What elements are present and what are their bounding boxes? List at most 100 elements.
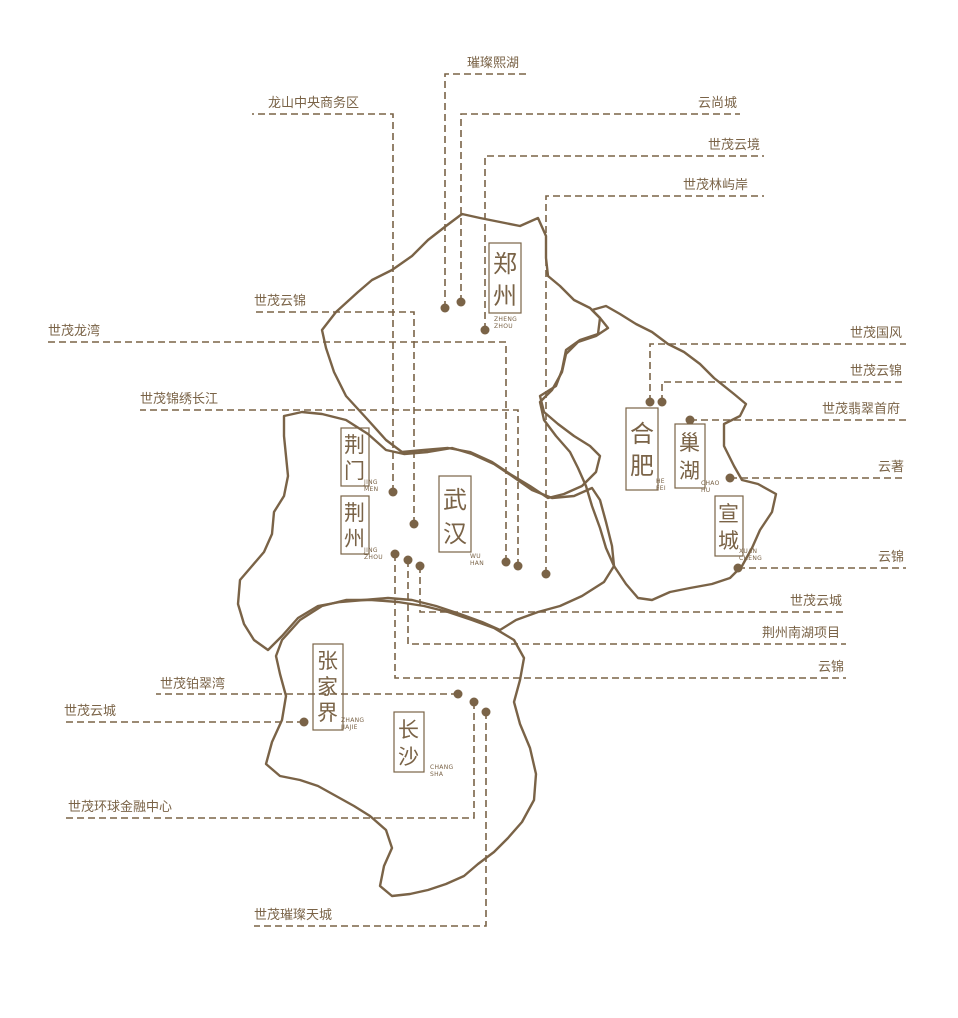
dot-yunshangcheng[interactable] — [456, 297, 466, 307]
city-hefei-char-2: 肥 — [630, 452, 654, 480]
city-markers: 郑 州 ZHENG ZHOU 荆 门 JING MEN 荆 州 JING ZHO… — [312, 242, 762, 778]
city-jingzhou-pinyin-1: JING — [363, 547, 378, 554]
dot-bocuiwan[interactable] — [453, 689, 463, 699]
city-xuancheng-char-1: 宣 — [718, 502, 739, 526]
project-labels: 璀璨熙湖 龙山中央商务区 云尚城 世茂云境 世茂林屿岸 世茂云锦 世茂龙湾 世茂… — [48, 56, 904, 923]
city-chaohu[interactable]: 巢 湖 CHAO HU — [674, 423, 720, 494]
dot-yuncheng-jingzhou[interactable] — [415, 561, 425, 571]
city-hefei-pinyin-1: HE — [656, 478, 665, 485]
label-nanhu[interactable]: 荆州南湖项目 — [762, 625, 840, 641]
dot-yuncheng-zjj[interactable] — [299, 717, 309, 727]
city-zhengzhou[interactable]: 郑 州 ZHENG ZHOU — [488, 242, 522, 330]
label-yunjing[interactable]: 世茂云境 — [708, 138, 760, 153]
label-yuncheng-jingzhou[interactable]: 世茂云城 — [790, 594, 842, 609]
city-changsha-char-1: 长 — [398, 718, 419, 742]
label-yunjin-west[interactable]: 世茂云锦 — [254, 294, 306, 309]
city-changsha-char-2: 沙 — [398, 745, 419, 769]
city-zhengzhou-pinyin-1: ZHENG — [494, 316, 517, 323]
leader-yunjin-hefei — [661, 381, 906, 402]
label-yunshangcheng[interactable]: 云尚城 — [698, 96, 737, 111]
dot-cuicanxihu[interactable] — [440, 303, 450, 313]
city-changsha-pinyin-1: CHANG — [430, 764, 453, 771]
dot-yunjin-west[interactable] — [409, 519, 419, 529]
city-changsha-pinyin-2: SHA — [430, 771, 444, 778]
city-zhangjiajie-pinyin-2: JIAJIE — [340, 724, 358, 731]
dot-yunjin-xuancheng[interactable] — [733, 563, 743, 573]
city-chaohu-char-2: 湖 — [679, 459, 700, 483]
dot-yunzhu[interactable] — [725, 473, 735, 483]
city-hefei-pinyin-2: FEI — [656, 485, 666, 492]
city-hefei[interactable]: 合 肥 HE FEI — [625, 407, 666, 492]
leader-guofeng — [649, 343, 906, 402]
henan-outline — [320, 212, 602, 500]
dot-linyuan[interactable] — [541, 569, 551, 579]
label-jinxiu[interactable]: 世茂锦绣长江 — [140, 392, 218, 407]
project-dots — [299, 297, 743, 727]
city-zhangjiajie-char-1: 张 — [317, 649, 338, 673]
label-guofeng[interactable]: 世茂国风 — [850, 326, 902, 341]
leader-cuicanxihu — [444, 73, 530, 308]
city-zhangjiajie-char-2: 家 — [317, 675, 338, 699]
city-jingmen-pinyin-2: MEN — [364, 486, 378, 493]
city-jingzhou-char-1: 荆 — [344, 501, 365, 525]
label-longwan[interactable]: 世茂龙湾 — [48, 323, 100, 339]
city-jingmen-char-1: 荆 — [344, 433, 365, 457]
label-yunjin-jingzhou[interactable]: 云锦 — [818, 660, 844, 675]
city-jingzhou[interactable]: 荆 州 JING ZHOU — [340, 495, 383, 561]
dot-yunjin-jingzhou[interactable] — [390, 549, 400, 559]
dot-tiancheng[interactable] — [481, 707, 491, 717]
label-tiancheng[interactable]: 世茂璀璨天城 — [254, 908, 332, 923]
city-hefei-char-1: 合 — [630, 420, 654, 448]
city-wuhan[interactable]: 武 汉 WU HAN — [438, 475, 484, 567]
label-finance[interactable]: 世茂环球金融中心 — [68, 799, 172, 815]
city-xuancheng-pinyin-2: CHENG — [739, 555, 762, 562]
city-wuhan-pinyin-1: WU — [470, 553, 481, 560]
leader-linyuan — [545, 195, 764, 574]
city-chaohu-char-1: 巢 — [679, 431, 700, 455]
hunan-outline — [264, 598, 538, 898]
dot-feicui[interactable] — [685, 415, 695, 425]
leader-yunjing — [484, 155, 764, 330]
city-jingmen[interactable]: 荆 门 JING MEN — [340, 427, 378, 493]
label-yunjin-hefei[interactable]: 世茂云锦 — [850, 364, 902, 379]
label-longshan[interactable]: 龙山中央商务区 — [268, 95, 359, 111]
leader-tiancheng — [254, 712, 487, 927]
city-wuhan-pinyin-2: HAN — [470, 560, 484, 567]
dot-yunjing[interactable] — [480, 325, 490, 335]
city-jingmen-pinyin-1: JING — [363, 479, 378, 486]
dot-guofeng[interactable] — [645, 397, 655, 407]
label-feicui[interactable]: 世茂翡翠首府 — [822, 402, 900, 417]
label-yuncheng-zjj[interactable]: 世茂云城 — [64, 704, 116, 719]
city-chaohu-pinyin-2: HU — [701, 487, 711, 494]
dot-nanhu[interactable] — [403, 555, 413, 565]
city-zhangjiajie[interactable]: 张 家 界 ZHANG JIAJIE — [312, 643, 364, 731]
city-zhengzhou-char-1: 郑 — [493, 250, 517, 278]
leader-jinxiu — [140, 409, 519, 566]
dot-longshan[interactable] — [388, 487, 398, 497]
city-jingmen-char-2: 门 — [344, 459, 365, 483]
dot-finance[interactable] — [469, 697, 479, 707]
leader-longwan — [44, 341, 507, 562]
label-yunjin-xuancheng[interactable]: 云锦 — [878, 550, 904, 565]
city-zhangjiajie-pinyin-1: ZHANG — [341, 717, 364, 724]
leader-nanhu — [407, 560, 846, 645]
label-cuicanxihu[interactable]: 璀璨熙湖 — [467, 56, 519, 71]
dot-yunjin-hefei[interactable] — [657, 397, 667, 407]
anhui-outline — [538, 304, 778, 602]
dot-longwan[interactable] — [501, 557, 511, 567]
label-linyuan[interactable]: 世茂林屿岸 — [683, 178, 748, 193]
city-chaohu-pinyin-1: CHAO — [701, 480, 720, 487]
label-yunzhu[interactable]: 云著 — [878, 460, 904, 475]
leader-finance — [66, 702, 475, 819]
city-xuancheng[interactable]: 宣 城 XUAN CHENG — [714, 495, 762, 562]
city-zhangjiajie-char-3: 界 — [317, 701, 338, 725]
city-zhengzhou-char-2: 州 — [493, 282, 517, 310]
dot-jinxiu[interactable] — [513, 561, 523, 571]
city-changsha[interactable]: 长 沙 CHANG SHA — [393, 711, 453, 778]
city-jingzhou-char-2: 州 — [344, 527, 365, 551]
leader-yuncheng-jingzhou — [419, 566, 846, 613]
leader-lines — [44, 73, 906, 927]
label-bocuiwan[interactable]: 世茂铂翠湾 — [160, 676, 225, 692]
city-wuhan-char-1: 武 — [443, 486, 467, 514]
